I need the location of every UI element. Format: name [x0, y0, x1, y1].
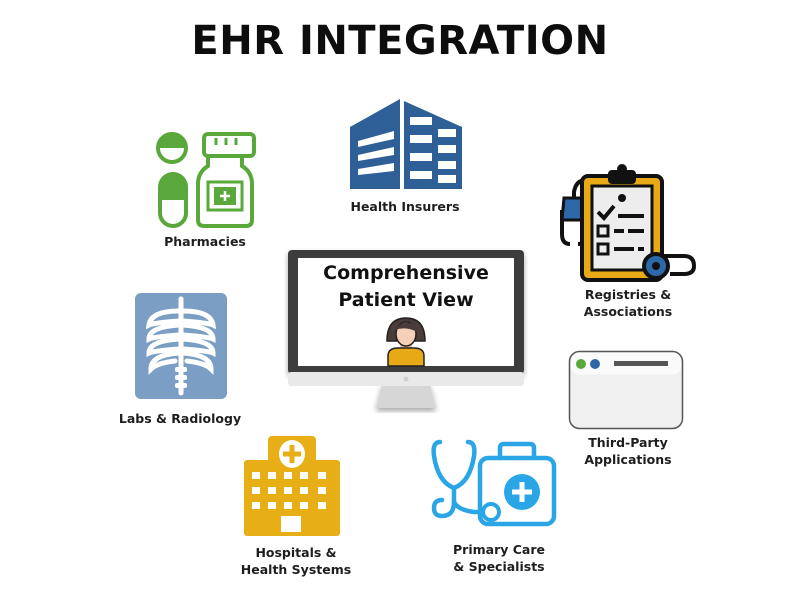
node-hospitals-health-systems: Hospitals & Health Systems: [226, 436, 366, 581]
office-building-icon: [350, 99, 462, 189]
node-pharmacies: Pharmacies: [140, 128, 270, 253]
label-primary-care-line2: & Specialists: [453, 559, 545, 574]
label-labs-radiology: Labs & Radiology: [118, 411, 242, 426]
label-third-party-line2: Applications: [584, 452, 672, 467]
node-health-insurers: Health Insurers: [340, 95, 470, 220]
label-primary-care-line1: Primary Care: [453, 542, 545, 557]
hospital-building-icon: [244, 436, 340, 536]
node-third-party-applications: Third-Party Applications: [560, 350, 690, 470]
blue-dot-icon: [590, 359, 600, 369]
node-primary-care-specialists: Primary Care & Specialists: [430, 432, 570, 577]
green-dot-icon: [576, 359, 586, 369]
browser-window-icon: [568, 350, 684, 430]
node-registries: Registries & Associations: [548, 160, 708, 320]
clipboard-checklist-stethoscope-icon: [560, 164, 697, 282]
computer-monitor-with-patient-icon: [288, 250, 524, 408]
label-hospitals-line1: Hospitals &: [255, 545, 337, 560]
center-monitor: Comprehensive Patient View: [284, 246, 528, 416]
node-labs-radiology: Labs & Radiology: [110, 293, 250, 428]
xray-ribcage-icon: [135, 293, 227, 399]
label-health-insurers: Health Insurers: [350, 199, 460, 214]
label-registries-line1: Registries &: [584, 287, 672, 302]
label-registries-line2: Associations: [583, 304, 673, 319]
page-title: EHR INTEGRATION: [191, 18, 609, 64]
center-title-line1: Comprehensive: [323, 262, 489, 284]
stethoscope-medical-kit-icon: [431, 439, 557, 527]
label-pharmacies: Pharmacies: [164, 234, 246, 249]
center-title-line2: Patient View: [338, 289, 474, 311]
label-third-party-line1: Third-Party: [588, 435, 668, 450]
medicine-bottle-pills-icon: [156, 132, 256, 228]
label-hospitals-line2: Health Systems: [240, 562, 352, 577]
